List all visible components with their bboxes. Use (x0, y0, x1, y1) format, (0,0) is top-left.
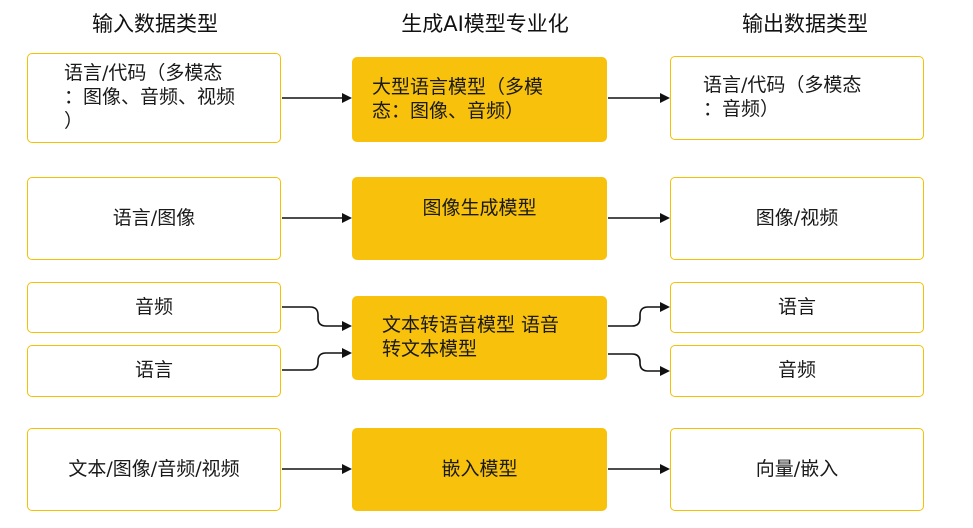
model-box-image-gen: 图像生成模型 (352, 177, 607, 260)
output-label-image-gen: 图像/视频 (755, 206, 839, 229)
model-label-embedding: 嵌入模型 (441, 457, 518, 480)
output-box-language: 语言 (670, 282, 924, 333)
model-label-speech: 文本转语音模型 语音 转文本模型 (382, 314, 560, 360)
arrow-language-to-speech (282, 348, 352, 371)
input-box-llm: 语言/代码（多模态 ：图像、音频、视频 ） (27, 53, 281, 143)
output-label-language: 语言 (777, 295, 816, 318)
output-box-llm: 语言/代码（多模态 ：音频） (670, 56, 924, 140)
header-output-data-types: 输出数据类型 (742, 12, 868, 36)
input-label-image-gen: 语言/图像 (112, 206, 196, 229)
input-box-audio: 音频 (27, 282, 281, 333)
arrow-speech-to-language (608, 302, 670, 327)
input-label-embedding: 文本/图像/音频/视频 (68, 457, 240, 480)
output-box-embedding: 向量/嵌入 (670, 428, 924, 511)
output-box-image-gen: 图像/视频 (670, 177, 924, 260)
model-label-llm: 大型语言模型（多模 态：图像、音频） (372, 75, 544, 122)
header-model-specialization: 生成AI模型专业化 (401, 12, 569, 36)
arrow-audio-to-speech (282, 306, 352, 331)
input-label-llm: 语言/代码（多模态 ：图像、音频、视频 ） (64, 62, 236, 132)
input-box-embedding: 文本/图像/音频/视频 (27, 428, 281, 511)
input-box-language: 语言 (27, 345, 281, 397)
header-input-data-types: 输入数据类型 (92, 12, 218, 36)
model-box-embedding: 嵌入模型 (352, 428, 607, 511)
model-box-speech: 文本转语音模型 语音 转文本模型 (352, 296, 607, 380)
model-label-image-gen: 图像生成模型 (422, 197, 537, 219)
input-box-image-gen: 语言/图像 (27, 177, 281, 260)
output-label-embedding: 向量/嵌入 (755, 457, 839, 480)
output-label-llm: 语言/代码（多模态 ：音频） (703, 74, 862, 120)
arrow-speech-to-audio (608, 353, 670, 376)
input-label-audio: 音频 (134, 295, 173, 318)
model-box-llm: 大型语言模型（多模 态：图像、音频） (352, 57, 607, 142)
input-label-language: 语言 (134, 359, 173, 382)
output-label-audio: 音频 (777, 359, 816, 382)
output-box-audio: 音频 (670, 345, 924, 397)
